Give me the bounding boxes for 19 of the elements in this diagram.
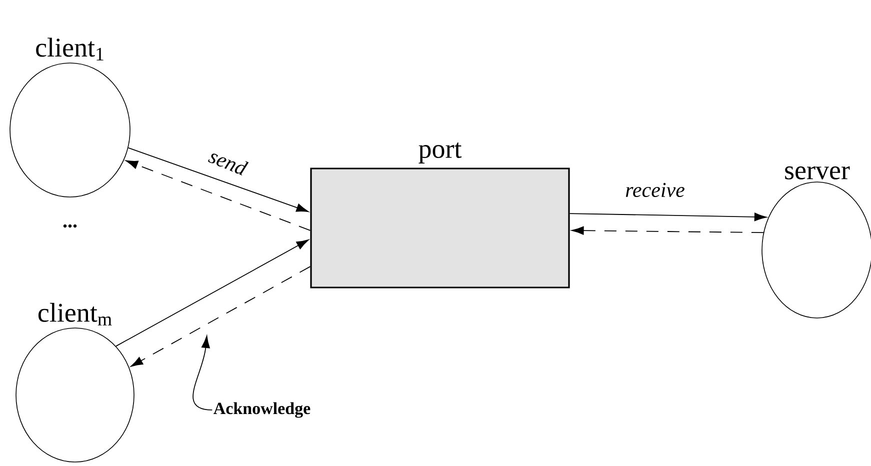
leader-line bbox=[192, 336, 213, 410]
ellipsis-label: ... bbox=[63, 224, 77, 228]
arrow bbox=[572, 226, 764, 235]
server-circle bbox=[762, 166, 871, 318]
edge-label: receive bbox=[624, 182, 686, 198]
port-box bbox=[310, 142, 570, 288]
arrow bbox=[126, 160, 311, 231]
arrow bbox=[130, 266, 311, 367]
node-heading: port bbox=[418, 142, 462, 164]
node-heading: server bbox=[785, 166, 850, 180]
arrow bbox=[128, 147, 309, 212]
arrow bbox=[569, 212, 767, 222]
node-heading: client$_{1}$ bbox=[36, 38, 104, 60]
node-heading: client$_{m}$ bbox=[38, 302, 112, 326]
client-circle bbox=[10, 38, 130, 198]
edge-label: send bbox=[206, 146, 250, 178]
arrow bbox=[116, 239, 309, 347]
client-circle bbox=[16, 302, 134, 462]
callout-text: Acknowledge bbox=[214, 402, 310, 418]
